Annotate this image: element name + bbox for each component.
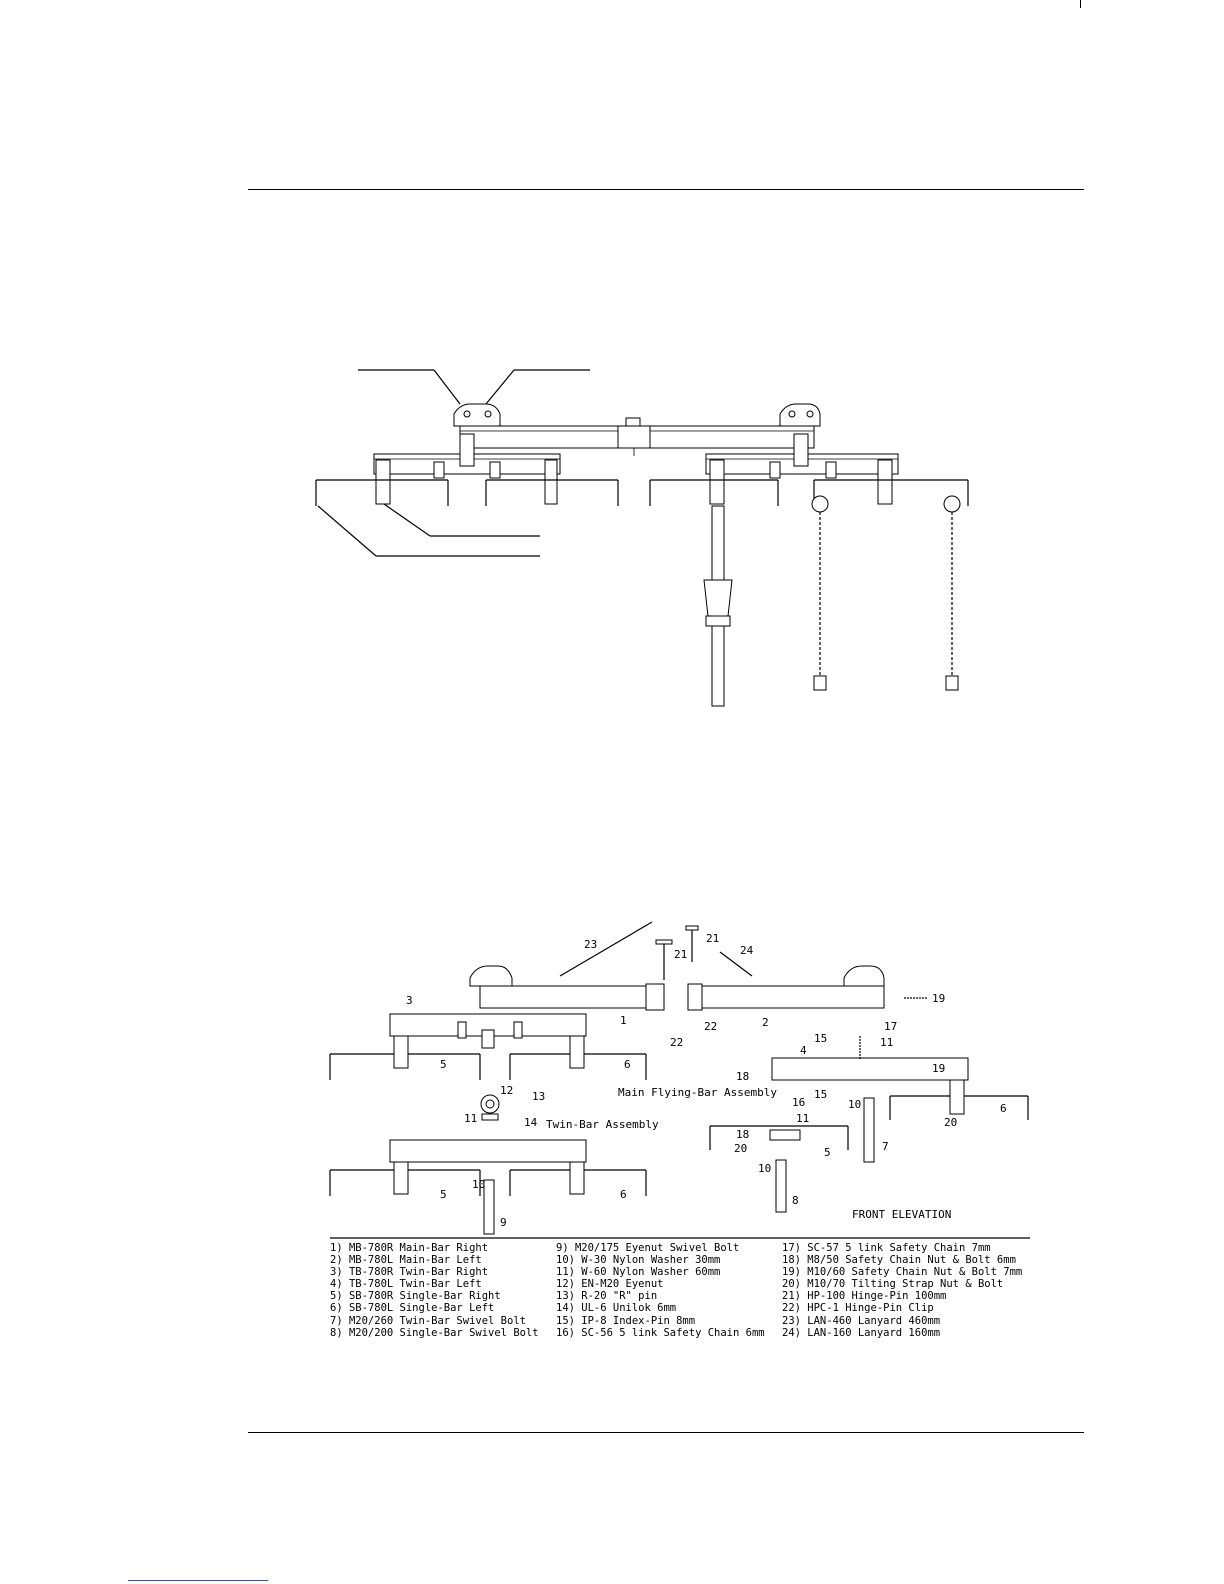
callout-20b: 20 <box>944 1116 957 1129</box>
callout-1: 1 <box>620 1014 627 1027</box>
part-item: 14) UL-6 Unilok 6mm <box>556 1302 677 1315</box>
callout-16: 16 <box>792 1096 805 1109</box>
callouts: 1 2 3 4 5 5 5 6 6 6 7 8 9 10 10 10 11 11… <box>406 932 1007 1229</box>
label-front-elevation: FRONT ELEVATION <box>852 1208 951 1221</box>
callout-24: 24 <box>740 944 754 957</box>
part-item: 8) M20/200 Single-Bar Swivel Bolt <box>330 1326 539 1339</box>
callout-11a: 11 <box>464 1112 477 1125</box>
callout-18b: 18 <box>736 1128 749 1141</box>
part-item: 4) TB-780L Twin-Bar Left <box>330 1278 482 1291</box>
callout-6b: 6 <box>620 1188 627 1201</box>
callout-18a: 18 <box>736 1070 749 1083</box>
swivel-clamps <box>375 433 893 505</box>
part-item: 2) MB-780L Main-Bar Left <box>330 1254 482 1267</box>
callout-19a: 19 <box>932 992 945 1005</box>
label-main-flying-bar: Main Flying-Bar Assembly <box>618 1086 777 1099</box>
part-item: 24) LAN-160 Lanyard 160mm <box>782 1326 941 1339</box>
part-item: 22) HPC-1 Hinge-Pin Clip <box>782 1302 934 1315</box>
callout-7: 7 <box>882 1140 889 1153</box>
part-item: 6) SB-780L Single-Bar Left <box>330 1302 495 1315</box>
part-item: 5) SB-780R Single-Bar Right <box>330 1290 501 1303</box>
part-item: 12) EN-M20 Eyenut <box>556 1278 664 1291</box>
part-item: 10) W-30 Nylon Washer 30mm <box>556 1254 721 1267</box>
exploded-view <box>329 921 1029 1235</box>
footer-link-underline <box>128 1580 268 1581</box>
callout-5b: 5 <box>440 1188 447 1201</box>
top-assembly <box>315 369 969 707</box>
part-item: 15) IP-8 Index-Pin 8mm <box>556 1314 696 1327</box>
callout-3: 3 <box>406 994 413 1007</box>
part-item: 23) LAN-460 Lanyard 460mm <box>782 1314 941 1327</box>
part-item: 13) R-20 "R" pin <box>556 1290 658 1303</box>
callout-8: 8 <box>792 1194 799 1207</box>
part-item: 11) W-60 Nylon Washer 60mm <box>556 1266 721 1279</box>
callout-12: 12 <box>500 1084 513 1097</box>
callout-22a: 22 <box>704 1020 717 1033</box>
callout-9: 9 <box>500 1216 507 1229</box>
callout-6a: 6 <box>624 1058 631 1071</box>
callout-15b: 15 <box>814 1088 827 1101</box>
part-item: 16) SC-56 5 link Safety Chain 6mm <box>556 1326 765 1339</box>
part-item: 21) HP-100 Hinge-Pin 100mm <box>782 1290 947 1303</box>
callout-22b: 22 <box>670 1036 683 1049</box>
callout-14: 14 <box>524 1116 538 1129</box>
chain-right <box>943 495 961 691</box>
label-twin-bar: Twin-Bar Assembly <box>546 1118 659 1131</box>
part-item: 9) M20/175 Eyenut Swivel Bolt <box>556 1242 740 1254</box>
callout-21b: 21 <box>706 932 719 945</box>
bottom-rule-line <box>248 1432 1084 1433</box>
part-item: 3) TB-780R Twin-Bar Right <box>330 1266 489 1279</box>
parts-column-2: 9) M20/175 Eyenut Swivel Bolt 10) W-30 N… <box>556 1242 765 1339</box>
callout-13: 13 <box>532 1090 545 1103</box>
callout-5c: 5 <box>824 1146 831 1159</box>
top-rule <box>248 189 1084 190</box>
parts-column-3: 17) SC-57 5 link Safety Chain 7mm 18) M8… <box>782 1242 1022 1339</box>
callout-23: 23 <box>584 938 597 951</box>
callout-19b: 19 <box>932 1062 945 1075</box>
parts-column-1: 1) MB-780R Main-Bar Right 2) MB-780L Mai… <box>330 1242 539 1339</box>
callout-11c: 11 <box>880 1036 893 1049</box>
part-item: 18) M8/50 Safety Chain Nut & Bolt 6mm <box>782 1254 1016 1267</box>
callout-2: 2 <box>762 1016 769 1029</box>
callout-15a: 15 <box>814 1032 827 1045</box>
part-item: 1) MB-780R Main-Bar Right <box>330 1242 489 1254</box>
callout-21a: 21 <box>674 948 687 961</box>
chain-left <box>811 495 829 691</box>
part-item: 19) M10/60 Safety Chain Nut & Bolt 7mm <box>782 1266 1023 1279</box>
callout-6c: 6 <box>1000 1102 1007 1115</box>
callout-10b: 10 <box>758 1162 771 1175</box>
part-item: 17) SC-57 5 link Safety Chain 7mm <box>782 1242 991 1254</box>
callout-11b: 11 <box>796 1112 809 1125</box>
callout-10c: 10 <box>848 1098 861 1111</box>
callout-20a: 20 <box>734 1142 747 1155</box>
callout-10a: 10 <box>472 1178 485 1191</box>
part-item: 20) M10/70 Tilting Strap Nut & Bolt <box>782 1278 1004 1291</box>
callout-17: 17 <box>884 1020 897 1033</box>
part-item: 7) M20/260 Twin-Bar Swivel Bolt <box>330 1314 526 1327</box>
corner-mark <box>1080 0 1081 8</box>
callout-4: 4 <box>800 1044 807 1057</box>
callout-5a: 5 <box>440 1058 447 1071</box>
